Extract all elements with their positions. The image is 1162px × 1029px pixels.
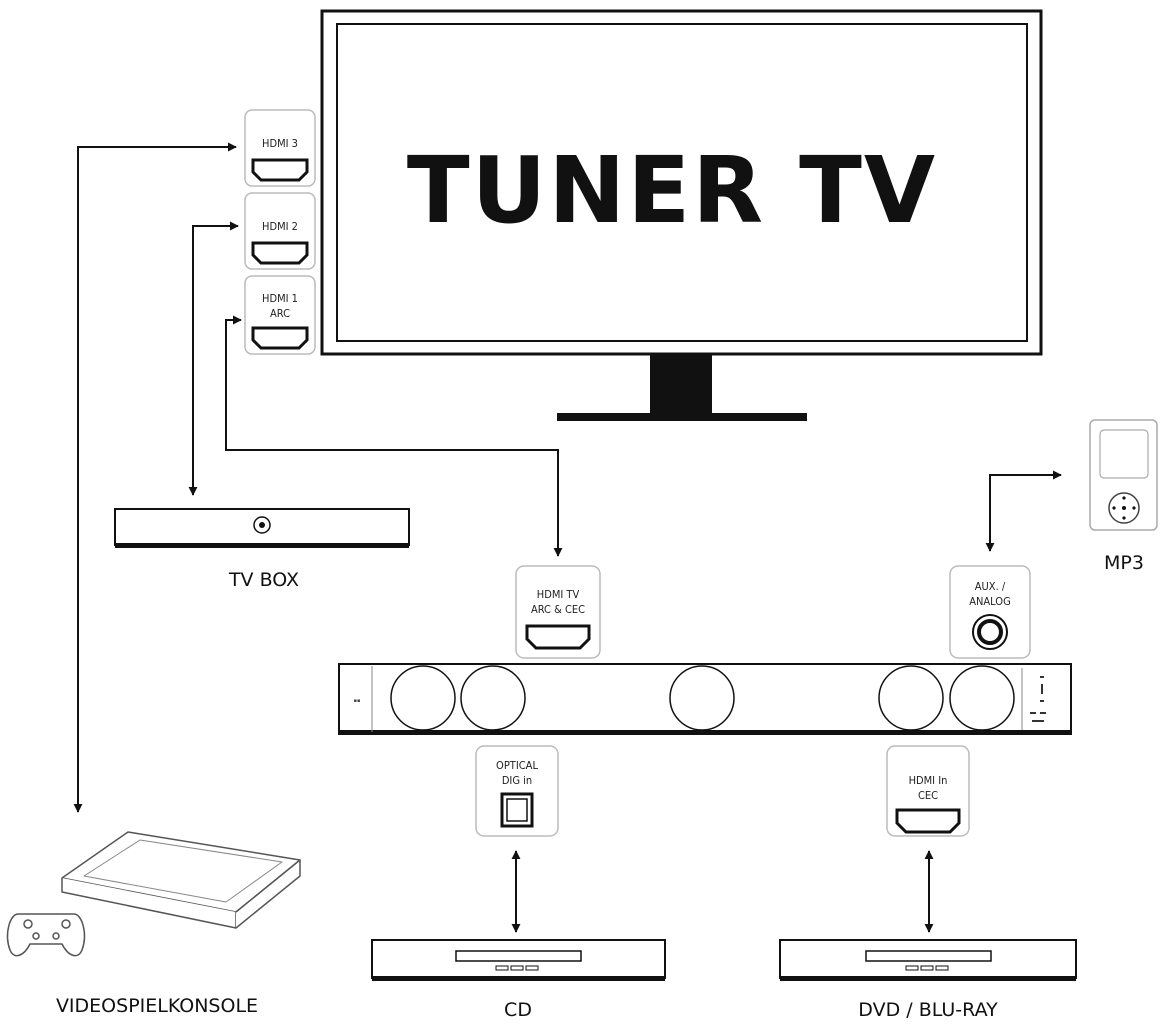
tv-port-hdmi1-arc[interactable]: HDMI 1 ARC xyxy=(244,275,316,355)
analog-label: ANALOG xyxy=(969,595,1011,608)
tv-port-hdmi2[interactable]: HDMI 2 xyxy=(244,192,316,270)
arc-cec-label: ARC & CEC xyxy=(531,603,585,616)
tv-box-device: TV BOX xyxy=(114,508,410,591)
tv-port-hdmi3[interactable]: HDMI 3 xyxy=(244,109,316,187)
game-console-device xyxy=(6,831,301,957)
aux-label: AUX. / xyxy=(975,580,1006,593)
tv-port-hdmi3-label: HDMI 3 xyxy=(262,137,298,150)
console-label: VIDEOSPIELKONSOLE xyxy=(56,995,258,1017)
tv-stand-neck xyxy=(650,354,712,416)
dig-in-label: DIG in xyxy=(502,774,532,787)
hdmi-in-label: HDMI In xyxy=(909,774,948,787)
soundbar-port-aux-analog[interactable]: AUX. / ANALOG xyxy=(949,565,1031,659)
tv-stand-base xyxy=(557,413,807,421)
cec-label: CEC xyxy=(918,789,938,802)
speaker-driver xyxy=(460,665,526,731)
dvd-label: DVD / BLU-RAY xyxy=(858,999,998,1021)
speaker-driver xyxy=(390,665,456,731)
cable-tvbox-hdmi2 xyxy=(188,221,239,496)
soundbar-port-hdmi-in-cec[interactable]: HDMI In CEC xyxy=(886,745,970,837)
gamepad-icon xyxy=(6,913,86,957)
soundbar-port-optical[interactable]: OPTICAL DIG in xyxy=(475,745,559,837)
cd-player-device: CD xyxy=(371,939,666,1021)
hdmi-icon xyxy=(251,326,309,350)
disc-tray xyxy=(865,950,992,962)
soundbar: ▪▪ xyxy=(338,663,1072,735)
hdmi-icon xyxy=(251,241,309,265)
hdmi-icon xyxy=(895,808,961,834)
svg-text:▪▪: ▪▪ xyxy=(354,698,361,704)
mp3-label: MP3 xyxy=(1104,552,1144,574)
cd-label: CD xyxy=(504,999,532,1021)
hdmi-tv-label: HDMI TV xyxy=(537,588,580,601)
mp3-device: MP3 xyxy=(1089,419,1158,574)
cable-mp3-aux xyxy=(985,470,1062,552)
soundbar-controls xyxy=(1030,676,1046,722)
disc-tray xyxy=(455,950,582,962)
tv-port-hdmi2-label: HDMI 2 xyxy=(262,220,298,233)
soundbar-port-hdmi-tv-arc[interactable]: HDMI TV ARC & CEC xyxy=(515,565,601,659)
cable-console-hdmi3 xyxy=(73,142,237,813)
tv-port-hdmi1-label: HDMI 1 xyxy=(262,292,298,305)
tv-box-label: TV BOX xyxy=(228,569,299,591)
cable-soundbar-hdmi1 xyxy=(225,315,563,557)
speaker-driver xyxy=(949,665,1015,731)
mp3-screen xyxy=(1099,429,1149,479)
speaker-driver xyxy=(669,665,735,731)
dvd-player-device: DVD / BLU-RAY xyxy=(779,939,1077,1021)
tv-screen xyxy=(336,23,1028,342)
tv-title: TUNER TV xyxy=(407,137,937,244)
hdmi-icon xyxy=(525,624,591,650)
optical-label: OPTICAL xyxy=(496,759,538,772)
tv: TUNER TV xyxy=(320,9,1043,421)
speaker-driver xyxy=(878,665,944,731)
tv-port-arc-label: ARC xyxy=(270,307,290,320)
hdmi-icon xyxy=(251,158,309,182)
